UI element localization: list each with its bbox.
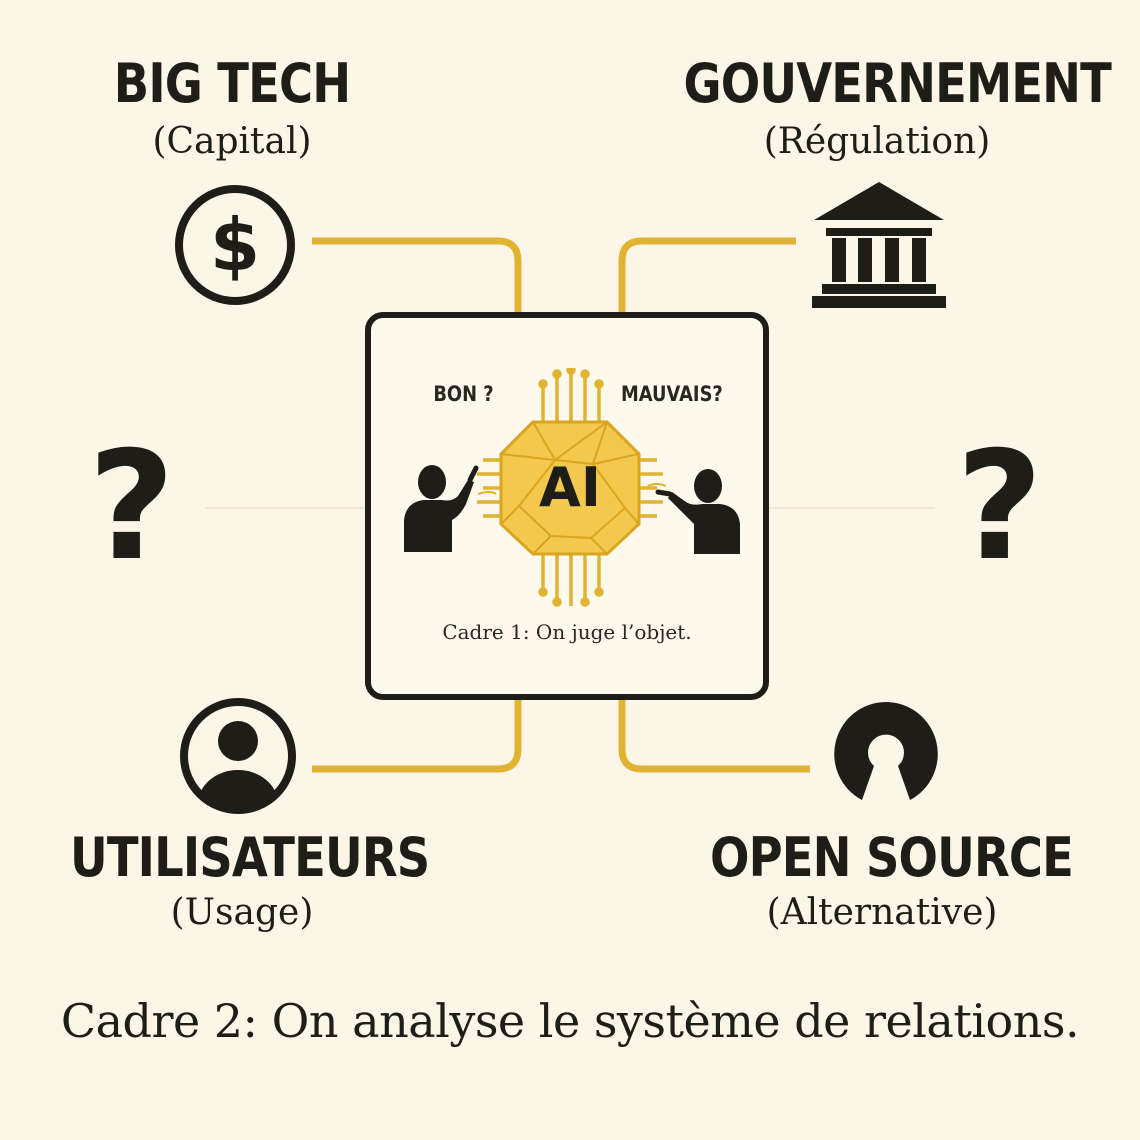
actor-role-big-tech: (Capital): [152, 121, 312, 162]
cadre-2-caption: Cadre 2: On analyse le système de relati…: [60, 994, 1080, 1048]
person-right-icon: [647, 469, 740, 554]
svg-text:$: $: [210, 203, 260, 287]
cadre-1-caption: Cadre 1: On juge l’objet.: [442, 620, 692, 644]
connector-utilisateurs: [312, 700, 522, 773]
question-bad: MAUVAIS?: [620, 382, 723, 406]
actor-role-open-source: (Alternative): [766, 892, 998, 933]
actor-name-big-tech: BIG TECH: [113, 52, 351, 115]
connector-big-tech: [312, 237, 522, 312]
dollar-icon: $: [175, 185, 295, 305]
actor-name-open-source: OPEN SOURCE: [710, 826, 1074, 889]
question-good: BON ?: [433, 382, 494, 406]
question-mark-right: ?: [956, 420, 1044, 594]
actor-role-utilisateurs: (Usage): [170, 892, 314, 933]
actor-name-utilisateurs: UTILISATEURS: [70, 826, 430, 889]
open-source-icon: [834, 702, 938, 800]
question-mark-left: ?: [88, 420, 176, 594]
chip-label: AI: [539, 456, 601, 519]
bank-icon: [812, 182, 946, 308]
person-left-icon: [404, 465, 497, 552]
connector-open-source: [618, 700, 810, 773]
actor-role-gouvernement: (Régulation): [763, 121, 991, 162]
connector-gouvernement: [618, 237, 796, 312]
user-icon: [180, 698, 296, 814]
actor-name-gouvernement: GOUVERNEMENT: [683, 52, 1112, 115]
ai-chip-icon: [477, 368, 663, 607]
